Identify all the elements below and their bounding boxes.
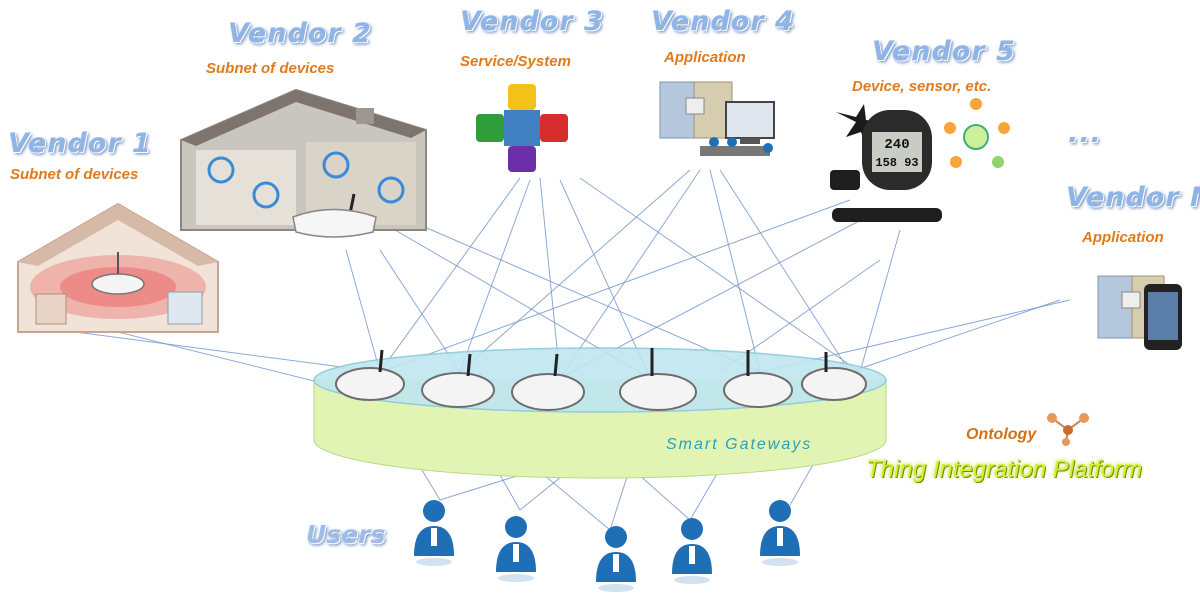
connection-line [459,169,691,373]
house-icon [17,202,219,333]
vendor-5-title: Vendor 5 [872,36,1016,67]
connection-line [719,169,851,373]
connection-line [559,179,651,379]
platform-label: Thing Integration Platform [866,456,1143,483]
ontology-graph-icon [1047,413,1089,446]
watch-reading-1: 240 [884,137,909,153]
vendor-1-title: Vendor 1 [8,128,152,159]
vendor-2-title: Vendor 2 [228,18,372,49]
house-cutaway-icon [180,88,427,231]
connection-line [579,177,861,373]
puzzle-icon [476,84,568,172]
vendor-n-subtitle: Application [1082,229,1164,246]
connection-line [459,179,531,373]
connection-line [419,224,761,373]
ontology-label: Ontology [966,426,1037,443]
connection-line [539,177,561,379]
connection-line [345,249,381,373]
vendor-4-title: Vendor 4 [651,6,795,37]
connection-line [709,169,761,373]
user-icon [760,500,800,566]
user-icon [496,516,536,582]
connection-line [379,249,461,373]
vendor-1-subtitle: Subnet of devices [10,166,139,183]
user-icon [596,526,636,592]
vendor-3-subtitle: Service/System [460,53,571,70]
gateway-platform [313,347,887,479]
connection-line [59,329,381,373]
connection-line [859,229,901,373]
connection-line [849,299,1061,373]
desktop-app-icon [659,81,775,156]
sensor-watch-icon: 240 158 93 [830,98,1010,222]
users-label: Users [306,520,386,549]
vendor-5-subtitle: Device, sensor, etc. [852,78,992,95]
vendor-3-title: Vendor 3 [460,6,604,37]
connection-line [379,177,521,373]
vendor-n-title: Vendor N [1066,182,1200,213]
phone-app-icon [1097,275,1182,350]
vendor-2-subtitle: Subnet of devices [206,60,335,77]
vendor-4-subtitle: Application [664,49,746,66]
user-icon [672,518,712,584]
gateways-label: Smart Gateways [666,436,813,453]
connection-line [559,169,701,379]
router-icon [292,193,377,238]
ellipsis: ... [1068,118,1102,149]
connection-line [379,199,851,373]
user-icon [414,500,454,566]
watch-reading-2: 158 93 [875,156,918,170]
